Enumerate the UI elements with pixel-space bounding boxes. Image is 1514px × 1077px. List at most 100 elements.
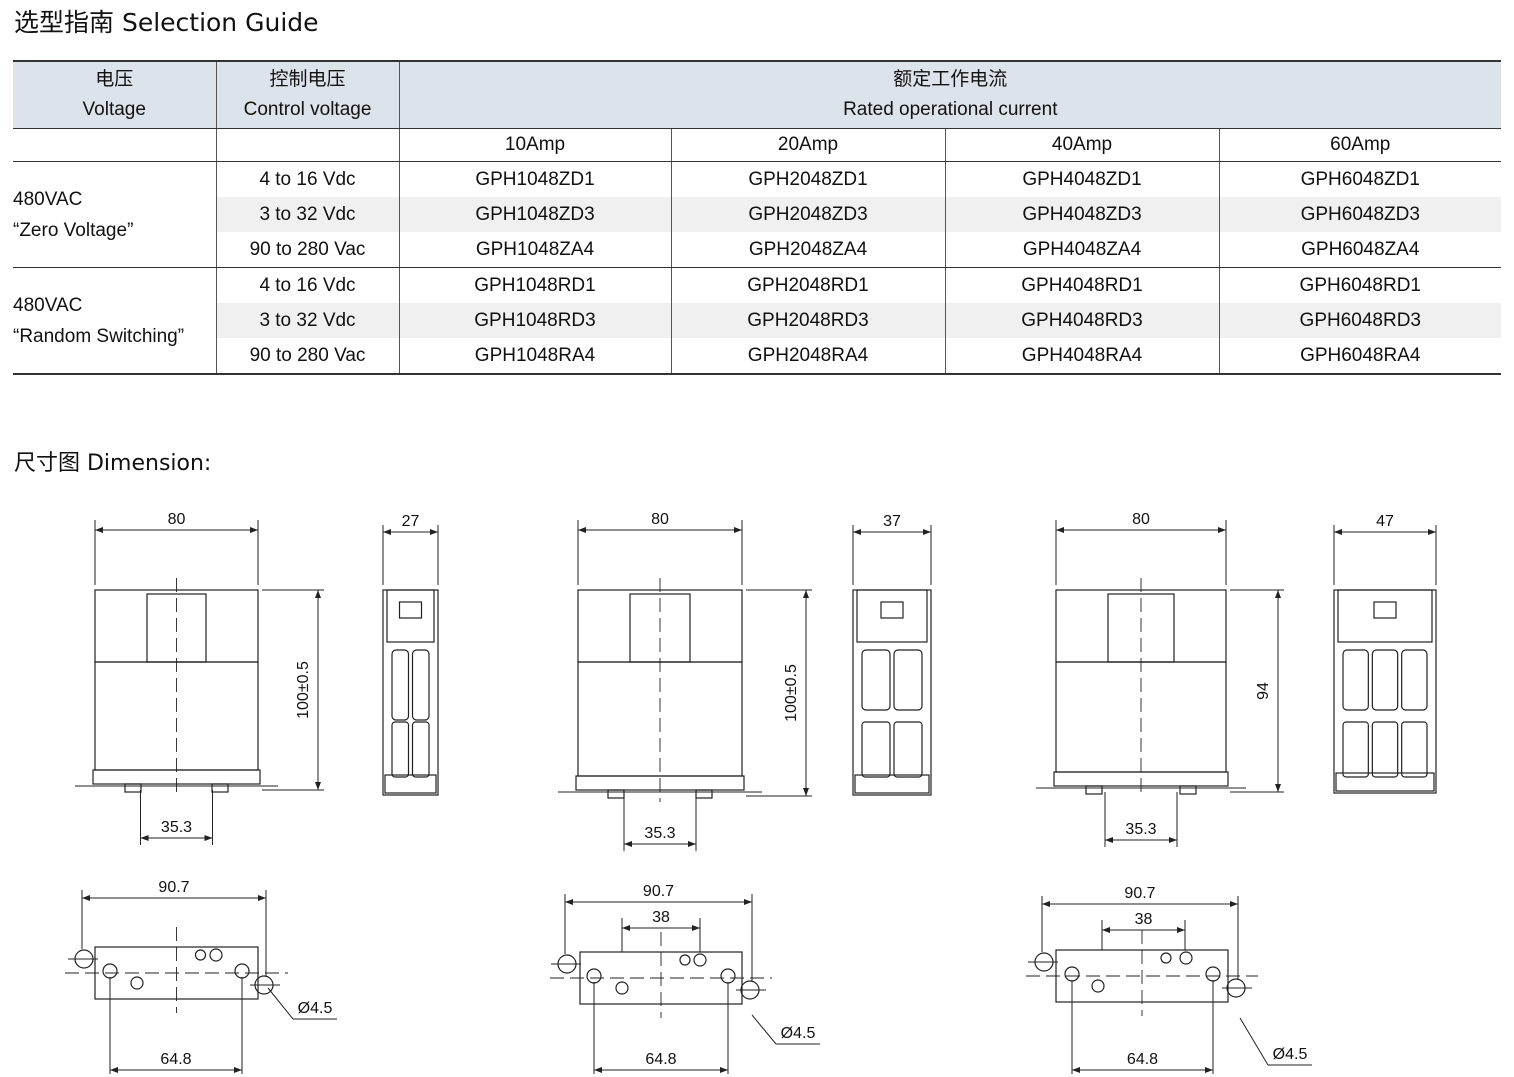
arrow [923,529,931,535]
hole [194,949,207,961]
outline [1337,589,1433,643]
amp-header: 20Amp [671,128,946,162]
outline [1371,721,1399,778]
outline [1401,721,1428,778]
arrow [688,841,696,847]
model-cell: GPH6048RD3 [1219,303,1502,338]
arrow [1177,927,1185,933]
arrow [744,899,752,905]
model-cell: GPH4048RA4 [945,338,1220,375]
arrow [853,529,861,535]
model-cell: GPH1048ZA4 [399,232,672,268]
arrow [430,529,438,535]
arrow [1275,590,1281,598]
group-label: 480VAC“Random Switching” [13,267,217,375]
outline [1335,772,1435,792]
outline [382,589,439,796]
outline [852,589,932,796]
outline [695,789,713,799]
arrow [1102,927,1110,933]
model-cell: GPH1048ZD3 [399,197,672,232]
hole [1064,966,1080,982]
model-cell: GPH1048RD1 [399,267,672,303]
hole [102,963,118,979]
dimension-label: 37 [883,513,901,530]
arrow [234,1067,242,1073]
dimension-label: 100±0.5 [783,664,800,722]
outline [1342,721,1369,778]
arrow [1042,901,1050,907]
model-cell: GPH1048ZD1 [399,161,672,197]
hole [130,976,144,990]
model-cell: GPH2048RA4 [671,338,946,375]
outline [861,721,891,778]
arrow [624,841,632,847]
outline [391,721,410,778]
outline [880,601,904,619]
arrow [1072,1067,1080,1073]
dimension-label: 38 [1135,911,1153,928]
dimension-label: 100±0.5 [295,661,312,719]
model-cell: GPH1048RA4 [399,338,672,375]
arrow [1218,527,1226,533]
outline [398,601,423,619]
outline [1085,785,1103,795]
model-cell: GPH4048RD1 [945,267,1220,303]
dimension-label: 47 [1376,513,1394,530]
hole [615,981,629,995]
hole [1179,951,1193,965]
model-cell: GPH4048ZD1 [945,161,1220,197]
arrow [1334,529,1342,535]
outline [211,783,229,793]
arrow [692,925,700,931]
arrow [578,527,586,533]
dimension-label: 90.7 [158,879,189,896]
hole [720,968,736,984]
amp-header: 10Amp [399,128,672,162]
dimension-label: 38 [652,909,670,926]
control-voltage-cell: 3 to 32 Vdc [216,197,400,232]
hole [1205,966,1221,982]
section-title-dimension: 尺寸图 Dimension: [14,451,212,476]
amp-header: 40Amp [945,128,1220,162]
outline [607,789,625,799]
dimension-label: 64.8 [645,1051,676,1068]
model-cell: GPH6048ZA4 [1219,232,1502,268]
outline [856,589,928,643]
group-label: 480VAC“Zero Voltage” [13,161,217,268]
control-voltage-cell: 3 to 32 Vdc [216,303,400,338]
dimension-label: 64.8 [1127,1051,1158,1068]
arrow [140,835,149,841]
arrow [204,835,213,841]
arrow [803,788,809,796]
outline [411,721,430,778]
arrow [1056,527,1064,533]
arrow [315,782,321,790]
arrow [622,925,630,931]
arrow [315,590,321,598]
table-amp-row: 10Amp 20Amp 40Amp 60Amp [13,128,1502,162]
dimension-label: 35.3 [161,819,192,836]
arrow [565,899,573,905]
hole [1091,979,1105,993]
model-cell: GPH2048ZD3 [671,197,946,232]
dimension-label: 64.8 [160,1051,191,1068]
outline [391,649,410,721]
outline [411,649,430,721]
model-cell: GPH4048ZA4 [945,232,1220,268]
model-cell: GPH2048ZD1 [671,161,946,197]
dimension-label: 35.3 [1125,821,1156,838]
outline [1373,601,1397,619]
arrow [803,590,809,598]
model-cell: GPH1048RD3 [399,303,672,338]
outline [861,649,891,711]
dimension-label: 80 [168,511,186,528]
model-cell: GPH6048RA4 [1219,338,1502,375]
outline [1179,785,1197,795]
